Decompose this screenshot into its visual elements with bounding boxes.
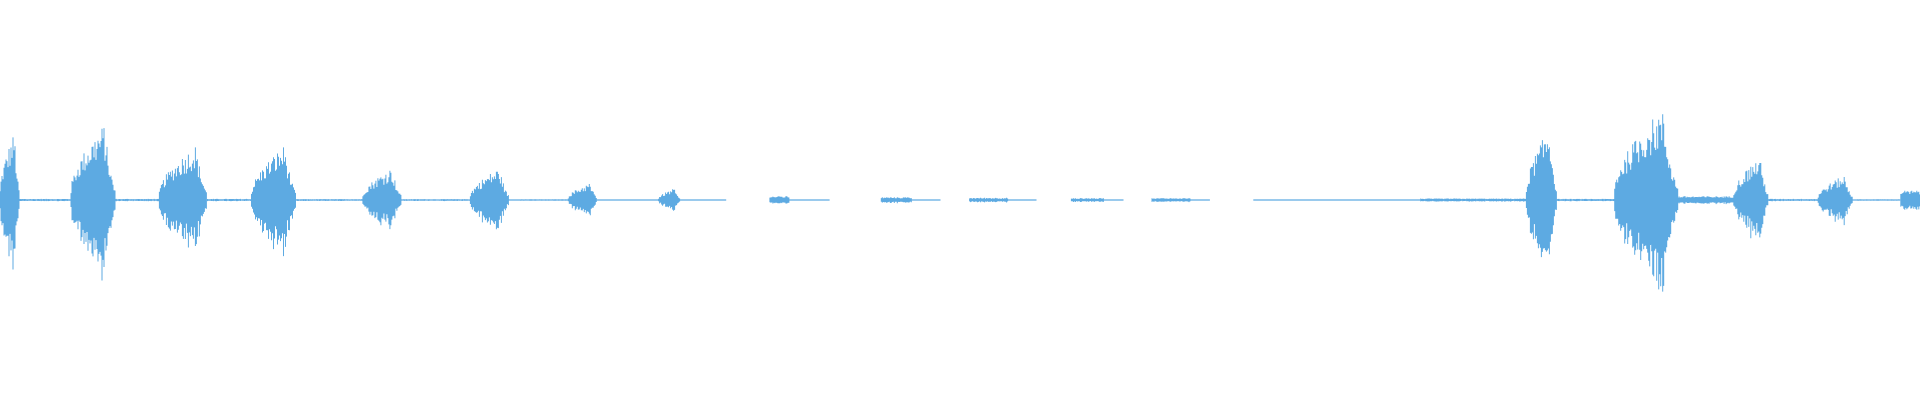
waveform-segment <box>1189 199 1210 201</box>
waveform-segment <box>1817 177 1853 226</box>
waveform-segment <box>0 137 20 270</box>
waveform-segment <box>658 189 681 211</box>
waveform-segment <box>788 199 830 201</box>
waveform-bars <box>0 114 1920 292</box>
waveform-segment <box>508 199 569 201</box>
waveform-segment <box>251 147 296 257</box>
waveform-segment <box>295 199 364 201</box>
waveform-segment <box>362 170 402 230</box>
waveform-segment <box>1614 114 1679 292</box>
waveform-segment <box>1852 199 1901 201</box>
waveform-segment <box>1103 199 1124 201</box>
waveform-segment <box>114 198 160 202</box>
waveform-segment <box>969 197 1009 203</box>
waveform-segment <box>596 199 659 201</box>
waveform-segment <box>469 171 509 230</box>
waveform-segment <box>1253 199 1422 201</box>
waveform-segment <box>1420 198 1527 202</box>
waveform-segment <box>769 196 790 204</box>
waveform-segment <box>18 198 71 202</box>
waveform-segment <box>1767 198 1818 202</box>
waveform-segment <box>1151 198 1191 203</box>
waveform-segment <box>911 199 941 201</box>
waveform-segment <box>70 128 116 281</box>
waveform-segment <box>400 199 471 202</box>
waveform-segment <box>1525 140 1557 258</box>
waveform-segment <box>1733 163 1769 239</box>
waveform-segment <box>1556 198 1615 202</box>
waveform-segment <box>158 147 207 248</box>
waveform-segment <box>567 184 597 216</box>
waveform-segment <box>206 198 252 202</box>
waveform-segment <box>679 199 727 201</box>
waveform-segment <box>880 197 912 204</box>
waveform-segment <box>1070 198 1104 202</box>
waveform-segment <box>1007 199 1037 201</box>
waveform-segment <box>1677 196 1734 205</box>
waveform-segment <box>1900 190 1920 210</box>
